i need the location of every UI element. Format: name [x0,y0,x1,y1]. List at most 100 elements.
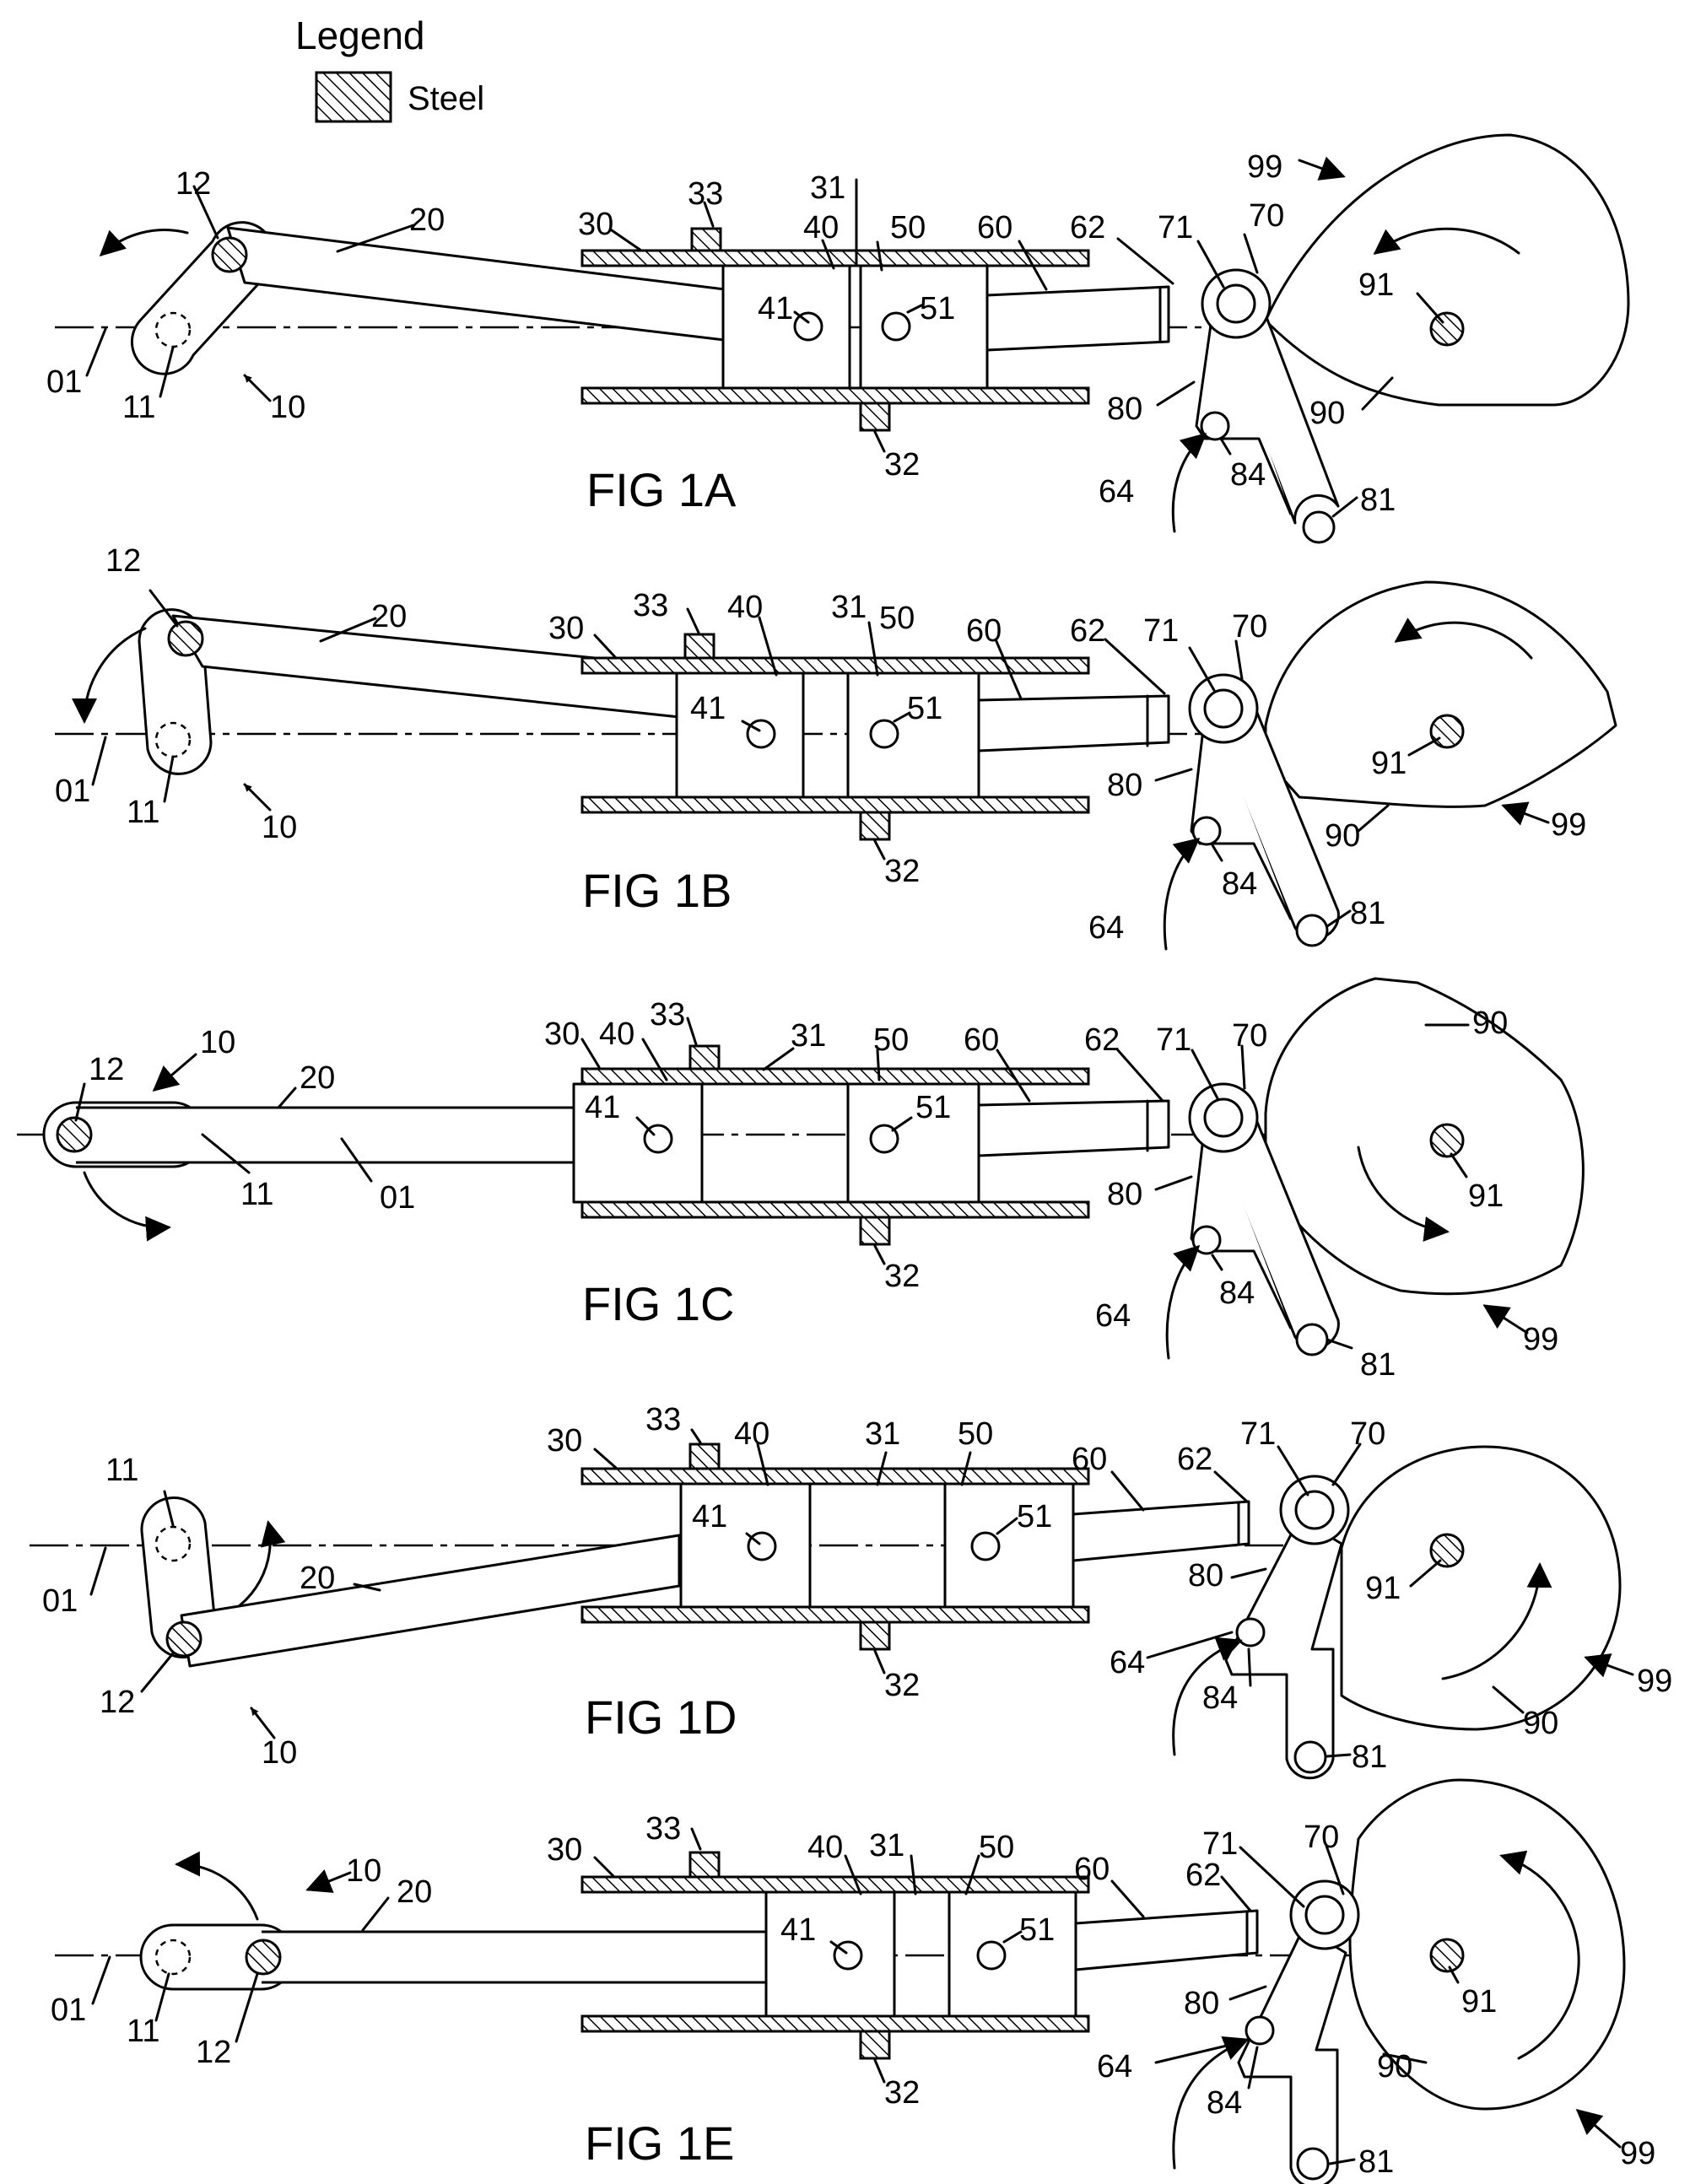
label-11: 11 [127,2014,159,2049]
pin-81 [1297,915,1327,946]
label-81: 81 [1360,1347,1396,1383]
leader-30 [595,1858,614,1877]
label-99: 99 [1551,807,1586,843]
label-10: 10 [270,390,305,425]
label-20: 20 [409,202,445,238]
crank-pin [213,238,246,272]
label-80: 80 [1107,1177,1142,1212]
label-31: 31 [791,1018,826,1054]
leader-20 [278,1088,295,1108]
label-70: 70 [1232,1018,1267,1054]
label-01: 01 [46,364,82,400]
port-33 [690,1046,719,1069]
legend-item-steel: Steel [408,80,484,117]
label-01: 01 [55,774,90,809]
piston-rod-60 [979,696,1169,751]
label-30: 30 [547,1832,582,1868]
label-40: 40 [734,1416,769,1452]
label-33: 33 [645,1402,681,1437]
leader-84 [1249,1649,1250,1685]
label-64: 64 [1088,910,1124,946]
leader-20 [363,1898,388,1930]
legend: Legend Steel [295,13,484,121]
caption-fig-1a: FIG 1A [586,463,737,516]
cylinder-wall-top [582,1877,1088,1892]
connecting-rod [76,1108,582,1162]
label-60: 60 [1074,1852,1110,1887]
leader-30 [595,635,616,658]
piston-40 [723,266,850,388]
leader-84 [1212,1255,1222,1270]
label-84: 84 [1207,2085,1242,2121]
leader-01 [93,1957,110,2003]
label-64: 64 [1095,1298,1131,1334]
label-99: 99 [1247,149,1282,185]
label-30: 30 [578,207,613,242]
port-33 [685,634,714,658]
leader-99 [1299,160,1343,176]
label-40: 40 [599,1017,634,1052]
leader-62 [1222,1877,1250,1911]
label-12: 12 [100,1685,135,1720]
piston-40 [766,1892,894,2016]
pin-81 [1297,1324,1327,1355]
label-40: 40 [727,590,763,625]
leader-70 [1236,641,1242,679]
cylinder-wall-bottom [582,797,1088,812]
leader-84 [1221,439,1230,454]
label-33: 33 [645,1811,681,1847]
leader-60 [1112,1881,1143,1917]
label-91: 91 [1371,746,1407,781]
label-84: 84 [1219,1275,1255,1311]
label-01: 01 [51,1993,86,2028]
leader-99 [1578,2111,1620,2147]
label-90: 90 [1472,1006,1508,1041]
label-32: 32 [884,1259,920,1294]
leader-32 [875,841,884,859]
crank-rotation-arrow [84,1173,169,1227]
leader-81 [1327,1340,1352,1348]
leader-80 [1232,1569,1266,1577]
label-50: 50 [958,1416,993,1452]
label-50: 50 [890,210,926,245]
crank-rotation-arrow [101,230,187,255]
cylinder-wall-bottom [582,388,1088,403]
label-32: 32 [884,447,920,483]
figure-1e: 33 10 30 40 31 50 60 71 70 20 62 41 51 0… [51,1780,1655,2184]
cam-shaft-91 [1431,1939,1463,1971]
leader-30 [582,1039,599,1067]
label-41: 41 [780,1912,816,1948]
label-71: 71 [1143,613,1179,649]
leader-33 [692,1829,700,1849]
leader-10 [251,1708,274,1738]
cylinder-wall-top [582,658,1088,673]
caption-fig-1d: FIG 1D [585,1691,737,1744]
cam-90 [1266,582,1616,806]
connecting-rod [228,228,738,342]
crank-pin [246,1940,280,1974]
label-51: 51 [1017,1499,1052,1534]
label-71: 71 [1156,1022,1191,1058]
leader-81 [1327,1755,1350,1756]
label-20: 20 [397,1874,432,1910]
label-60: 60 [964,1022,999,1058]
label-11: 11 [127,795,159,830]
port-33 [690,1852,719,1877]
port-32 [861,812,889,839]
figure-1d: 30 33 40 31 50 60 62 71 70 11 41 51 01 2… [30,1402,1672,1778]
figure-1a: 99 12 20 30 33 31 40 50 60 62 71 70 91 4… [46,135,1628,542]
label-30: 30 [544,1017,580,1052]
label-90: 90 [1377,2049,1412,2084]
leader-01 [93,737,105,785]
leader-30 [595,1449,616,1468]
label-10: 10 [262,1735,297,1771]
label-10: 10 [262,810,297,845]
label-70: 70 [1304,1820,1339,1855]
leader-33 [688,609,699,633]
label-91: 91 [1468,1178,1504,1214]
label-32: 32 [884,854,920,889]
leader-90 [1358,806,1388,831]
piston-rod-60 [1076,1911,1257,1970]
label-81: 81 [1352,1739,1387,1775]
pivot-71 [1296,1491,1333,1529]
